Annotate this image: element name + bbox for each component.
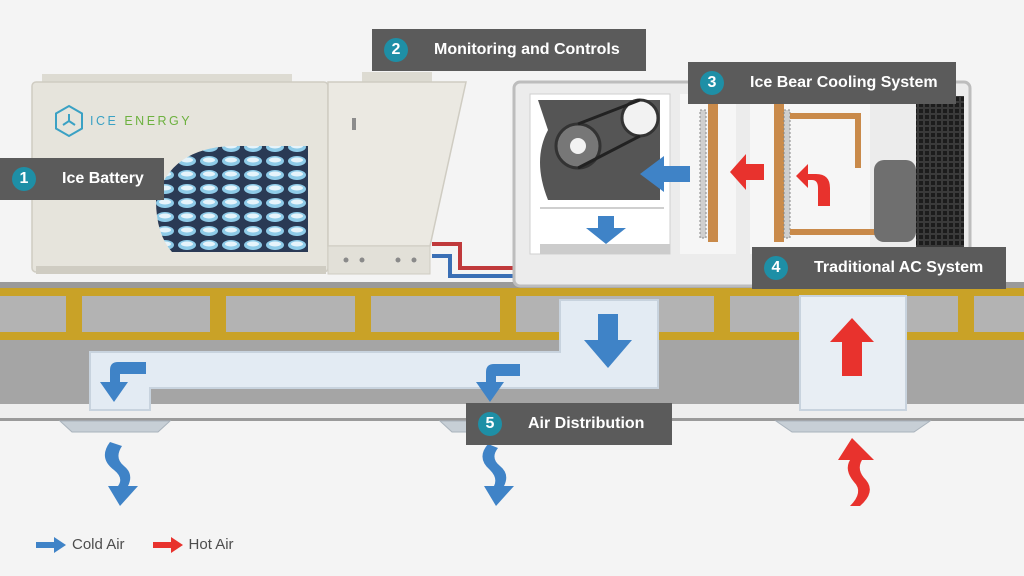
callout-number-badge: 3 (700, 71, 724, 95)
legend: Cold Air Hot Air (36, 536, 262, 553)
callout-label: Air Distribution (528, 415, 645, 432)
cold-air-arrow (586, 216, 626, 244)
callout-number-badge: 4 (764, 256, 788, 280)
ice-energy-logo: ICE ENERGY (54, 104, 192, 138)
callout-air-distribution: 5 Air Distribution (466, 403, 672, 445)
callout-ice-battery: 1 Ice Battery (0, 158, 164, 200)
callout-ice-bear-cooling: 3 Ice Bear Cooling System (688, 62, 956, 104)
cold-air-arrow (584, 314, 632, 368)
callout-label: Ice Bear Cooling System (750, 74, 938, 91)
cold-air-arrow (640, 156, 690, 192)
callout-label: Monitoring and Controls (434, 41, 620, 58)
brand-wordmark: ICE ENERGY (90, 114, 192, 128)
callout-label: Ice Battery (62, 170, 144, 187)
legend-item-hot-air: Hot Air (152, 536, 234, 553)
hexagon-logo-icon (55, 104, 83, 138)
hot-air-arrow (730, 154, 764, 190)
legend-label: Hot Air (188, 536, 234, 553)
brand-word-energy: ENERGY (124, 114, 193, 128)
controls-cabinet (327, 72, 467, 275)
callout-number-badge: 2 (384, 38, 408, 62)
air-duct (89, 295, 907, 411)
hot-air-arrow (838, 438, 874, 506)
callout-number-badge: 1 (12, 167, 36, 191)
ice-battery-unit (31, 74, 329, 274)
blue-arrow-icon (36, 536, 66, 553)
callout-number-badge: 5 (478, 412, 502, 436)
cold-air-arrow (482, 444, 514, 506)
legend-item-cold-air: Cold Air (36, 536, 125, 553)
cold-air-arrow (476, 364, 520, 402)
cold-air-arrow (100, 362, 146, 402)
cold-air-arrow (104, 442, 138, 506)
callout-monitoring-controls: 2 Monitoring and Controls (372, 29, 646, 71)
callout-label: Traditional AC System (814, 259, 984, 276)
callout-traditional-ac: 4 Traditional AC System (752, 247, 1006, 289)
hot-air-arrow (830, 318, 874, 376)
airflow-arrows (100, 154, 874, 506)
red-arrow-icon (152, 536, 183, 553)
hot-air-arrow (796, 164, 830, 206)
legend-label: Cold Air (72, 536, 125, 553)
brand-word-ice: ICE (90, 114, 119, 128)
